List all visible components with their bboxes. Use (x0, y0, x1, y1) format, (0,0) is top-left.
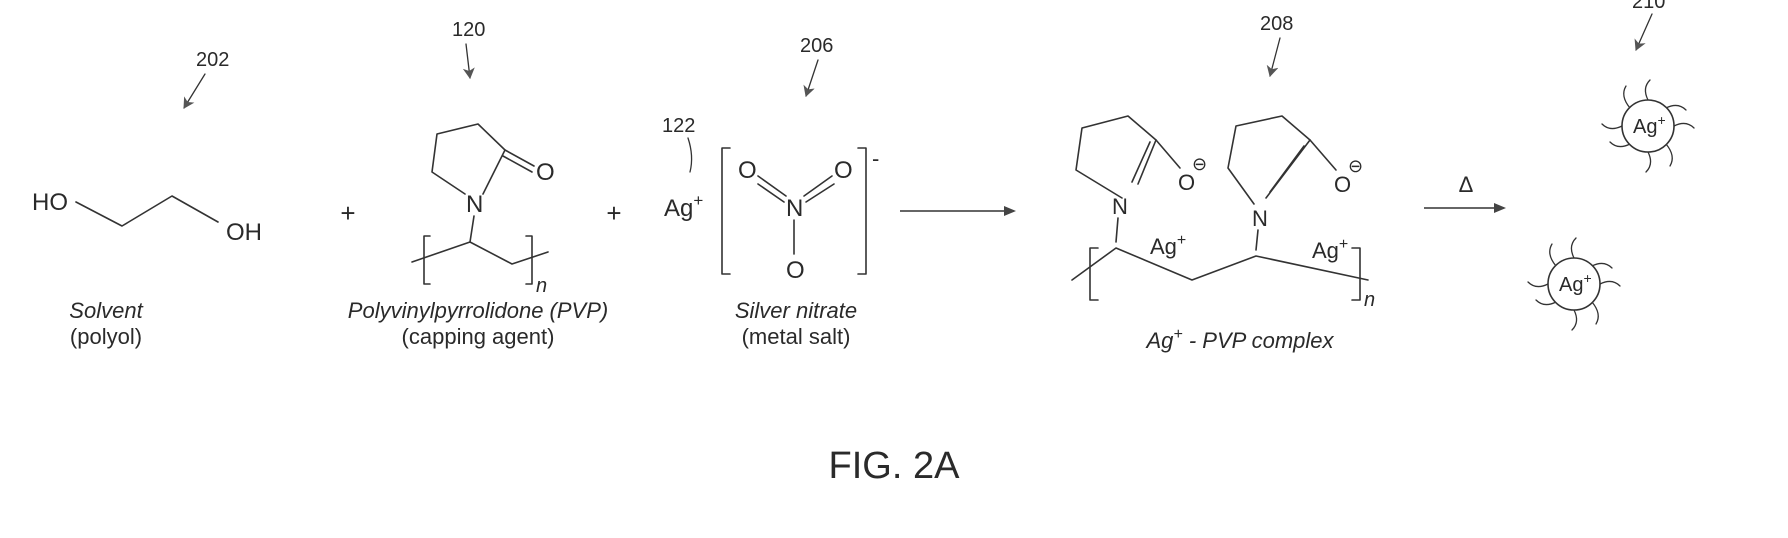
figure-label: FIG. 2A (829, 445, 961, 487)
salt-bond-n-o-1 (804, 176, 832, 196)
salt-anion-charge: - (872, 146, 879, 171)
complex-subscript-n: n (1364, 289, 1375, 311)
complex-right-bond-c-o (1310, 140, 1336, 170)
salt-bond-o-n-2 (758, 184, 784, 202)
leader-arrow-202 (184, 74, 205, 108)
complex-ring-right (1228, 116, 1310, 204)
salt-atom-n: N (786, 195, 803, 222)
ref-206: 206 (800, 35, 833, 96)
salt-atom-o-bottom: O (786, 257, 805, 284)
pvp-bracket-right (526, 236, 532, 284)
glycol-bonds (76, 196, 218, 226)
pvp-backbone (412, 242, 548, 264)
heat-symbol: Δ (1459, 172, 1474, 197)
pvp-caption-line1: Polyvinylpyrrolidone (PVP) (348, 298, 608, 323)
nanoparticle-upper: Ag+ (1602, 80, 1694, 172)
pvp-atom-o: O (536, 159, 555, 186)
plus-sign-2: + (606, 198, 621, 228)
complex-right-bond-n-c-double (1270, 146, 1304, 192)
complex-left-n-backbone (1116, 218, 1118, 242)
salt-caption-line1: Silver nitrate (735, 298, 857, 323)
ref-number-206: 206 (800, 35, 833, 57)
ref-number-208: 208 (1260, 13, 1293, 35)
complex-bracket-right (1352, 248, 1360, 300)
ref-number-202: 202 (196, 49, 229, 71)
pvp-subscript-n: n (536, 275, 547, 297)
pvp-ring (432, 124, 505, 194)
complex-bracket-left (1090, 248, 1098, 300)
complex-right-ag: Ag+ (1312, 236, 1348, 263)
ref-number-210: 210 (1632, 0, 1665, 13)
ref-122: 122 (662, 115, 695, 172)
salt-cation-ag: Ag+ (664, 191, 703, 222)
atom-oh: OH (226, 219, 262, 246)
salt-bracket-right (858, 148, 866, 274)
solvent-caption-line1: Solvent (69, 298, 143, 323)
pvp-structure: O N n (412, 124, 555, 297)
complex-left-o-charge: ⊖ (1192, 154, 1207, 174)
solvent-caption-line2: (polyol) (70, 324, 142, 349)
nanoparticle-lower: Ag+ (1528, 238, 1620, 330)
ref-208: 208 (1260, 13, 1293, 76)
plus-sign-1: + (340, 198, 355, 228)
leader-line-122 (688, 138, 692, 172)
pvp-carbonyl-bond-2 (503, 156, 532, 172)
ref-210: 210 (1632, 0, 1665, 50)
salt-atom-o-right: O (834, 157, 853, 184)
ref-202: 202 (184, 49, 229, 108)
leader-arrow-120 (466, 44, 470, 78)
atom-ho: HO (32, 189, 68, 216)
leader-arrow-210 (1636, 14, 1652, 50)
complex-right-n-backbone (1256, 230, 1258, 250)
pvp-caption-line2: (capping agent) (402, 324, 555, 349)
leader-arrow-206 (806, 60, 818, 96)
complex-left-ag: Ag+ (1150, 232, 1186, 259)
ag-pvp-complex-structure: N O ⊖ Ag+ N O ⊖ Ag+ n (1072, 116, 1375, 311)
leader-arrow-208 (1270, 38, 1280, 76)
pvp-carbonyl-bond-1 (505, 150, 534, 166)
complex-left-bond-c-o (1156, 140, 1180, 168)
complex-left-atom-n: N (1112, 194, 1128, 219)
ref-120: 120 (452, 19, 485, 78)
pvp-bracket-left (424, 236, 430, 284)
complex-right-o-charge: ⊖ (1348, 156, 1363, 176)
pvp-atom-n: N (466, 191, 483, 218)
pvp-n-ch-bond (470, 216, 474, 242)
complex-right-atom-n: N (1252, 206, 1268, 231)
ref-number-122: 122 (662, 115, 695, 137)
ref-number-120: 120 (452, 19, 485, 41)
salt-atom-o-left: O (738, 157, 757, 184)
ethylene-glycol-structure: HO OH (32, 189, 262, 246)
silver-nitrate-structure: Ag+ - O N O O (664, 146, 879, 284)
salt-bond-n-o-2 (806, 184, 834, 202)
complex-caption: Ag+ - PVP complex (1144, 326, 1334, 353)
salt-caption-line2: (metal salt) (742, 324, 851, 349)
salt-bracket-left (722, 148, 730, 274)
